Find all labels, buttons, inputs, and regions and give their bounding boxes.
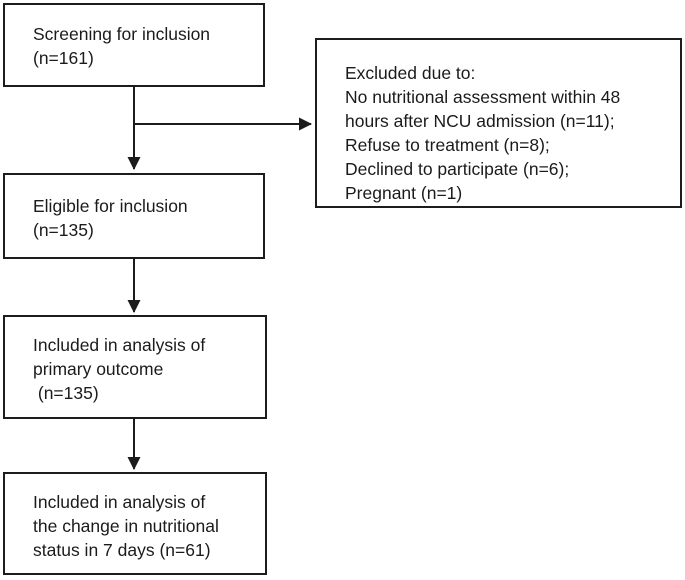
box-excluded-text: Excluded due to: No nutritional assessme…	[345, 63, 621, 203]
box-screening: Screening for inclusion (n=161)	[3, 3, 265, 87]
box-nutritional-status-text: Included in analysis of the change in nu…	[33, 492, 219, 560]
box-primary-outcome-text: Included in analysis of primary outcome …	[33, 335, 206, 403]
box-primary-outcome: Included in analysis of primary outcome …	[3, 315, 267, 419]
box-screening-text: Screening for inclusion (n=161)	[33, 24, 211, 68]
box-nutritional-status: Included in analysis of the change in nu…	[3, 472, 267, 575]
box-eligible: Eligible for inclusion (n=135)	[3, 173, 265, 259]
box-eligible-text: Eligible for inclusion (n=135)	[33, 196, 188, 240]
box-excluded: Excluded due to: No nutritional assessme…	[315, 38, 682, 208]
